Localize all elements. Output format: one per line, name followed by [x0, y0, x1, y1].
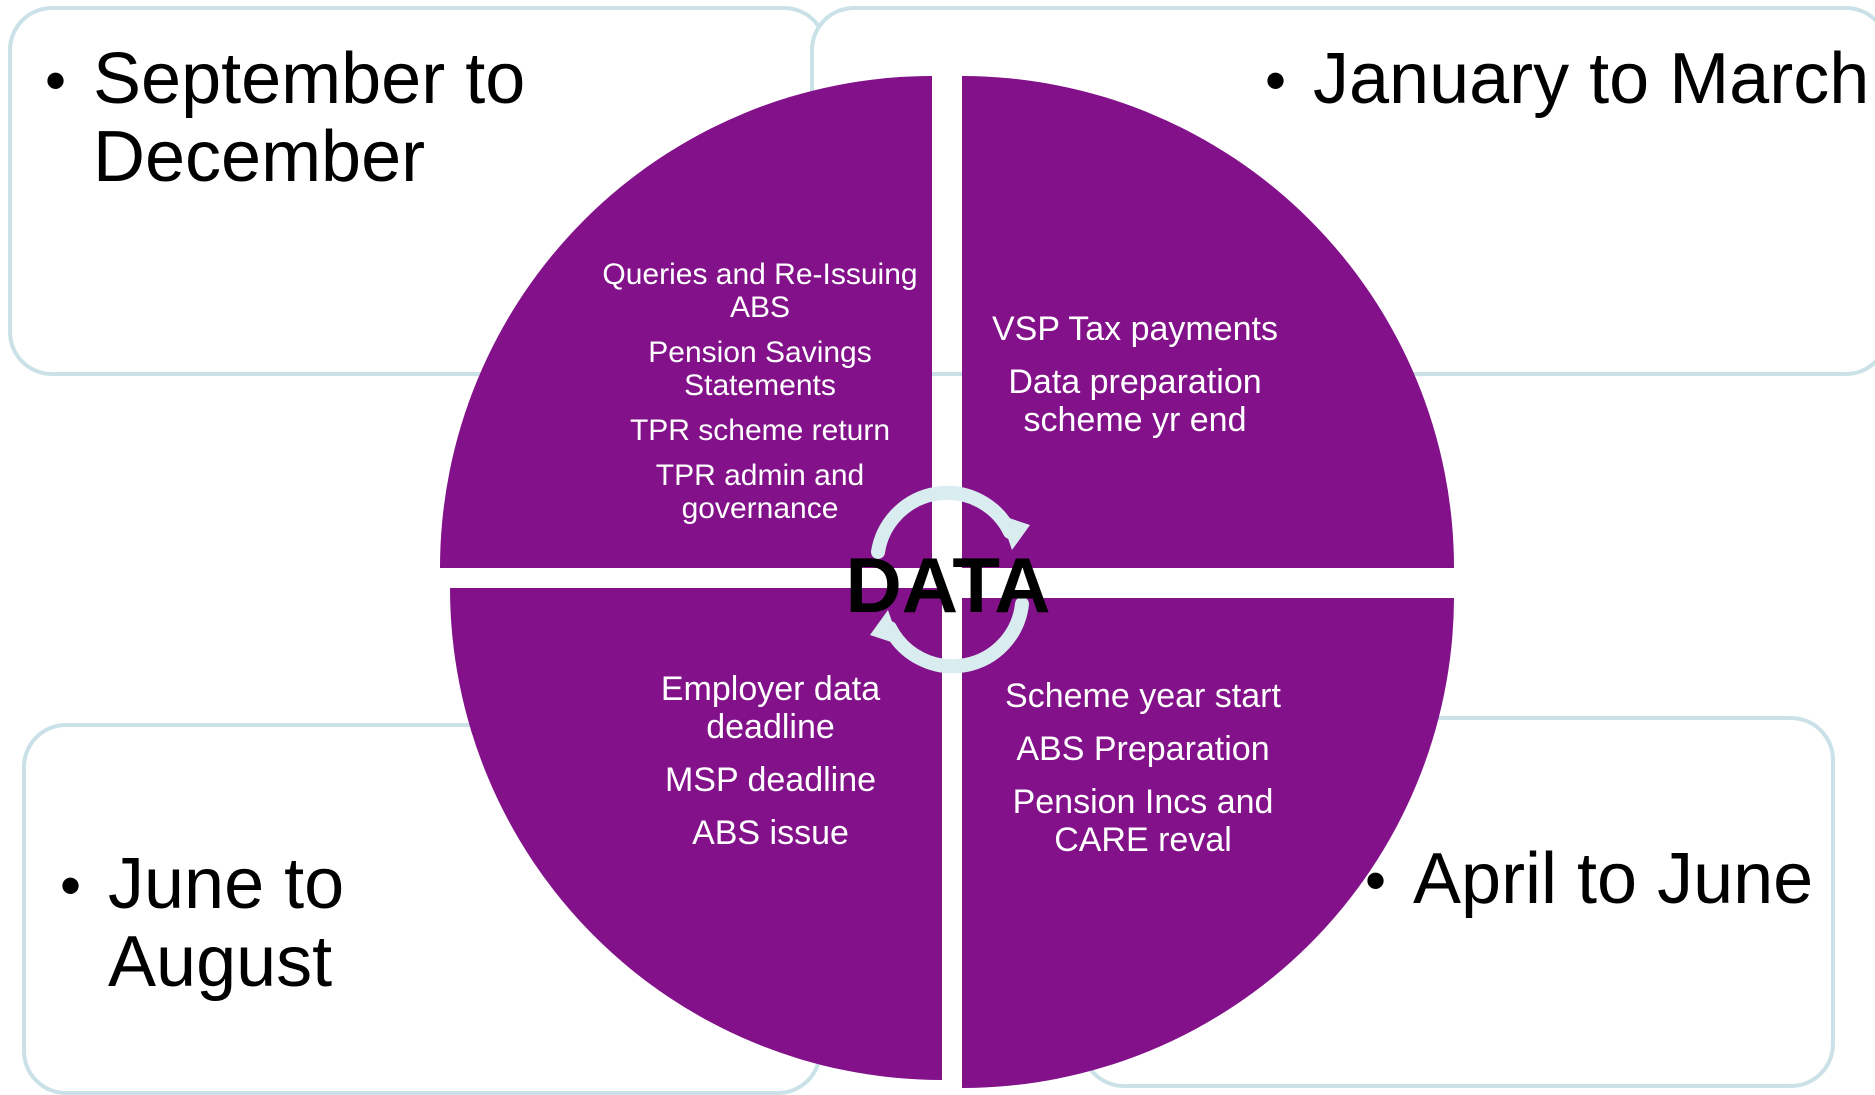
period-label-january-march: • January to March: [1265, 40, 1875, 118]
item-tpr-admin: TPR admin and governance: [655, 459, 865, 525]
quadrant-text-june-august: Employer data deadline MSP deadline ABS …: [628, 670, 913, 852]
quadrant-september-december: [440, 76, 932, 568]
cycle-arrows-icon: [870, 485, 1030, 674]
item-pension-incs: Pension Incs and CARE reval: [1012, 783, 1274, 859]
quadrant-june-august: [450, 588, 942, 1080]
quadrant-text-april-june: Scheme year start ABS Preparation Pensio…: [978, 677, 1308, 859]
bullet-icon: •: [1265, 47, 1287, 114]
quadrant-april-june: [962, 598, 1454, 1088]
quadrant-text-september-december: Queries and Re-Issuing ABS Pension Savin…: [600, 258, 920, 525]
item-vsp-tax: VSP Tax payments: [991, 310, 1278, 348]
period-text: September to December: [93, 39, 526, 197]
item-msp-deadline: MSP deadline: [664, 761, 877, 799]
period-text: April to June: [1413, 839, 1814, 919]
item-abs-preparation: ABS Preparation: [1016, 730, 1270, 768]
item-queries-reissuing: Queries and Re-Issuing ABS: [602, 258, 918, 324]
item-tpr-scheme-return: TPR scheme return: [629, 414, 891, 447]
period-label-april-june: • April to June: [1365, 840, 1875, 918]
bullet-icon: •: [45, 47, 67, 114]
item-employer-data: Employer data deadline: [660, 670, 881, 746]
period-label-september-december: • September to December: [45, 40, 613, 196]
period-label-june-august: • June to August: [60, 845, 358, 1001]
item-data-preparation: Data preparation scheme yr end: [1008, 363, 1262, 439]
center-label: DATA: [845, 541, 1050, 629]
quadrant-january-march: [962, 76, 1454, 568]
period-text: June to August: [108, 844, 345, 1002]
bullet-icon: •: [60, 852, 82, 919]
item-abs-issue: ABS issue: [692, 814, 849, 852]
quadrant-text-january-march: VSP Tax payments Data preparation scheme…: [985, 310, 1285, 439]
item-scheme-year-start: Scheme year start: [1005, 677, 1281, 715]
period-text: January to March: [1313, 39, 1870, 119]
item-pension-savings: Pension Savings Statements: [648, 336, 872, 402]
